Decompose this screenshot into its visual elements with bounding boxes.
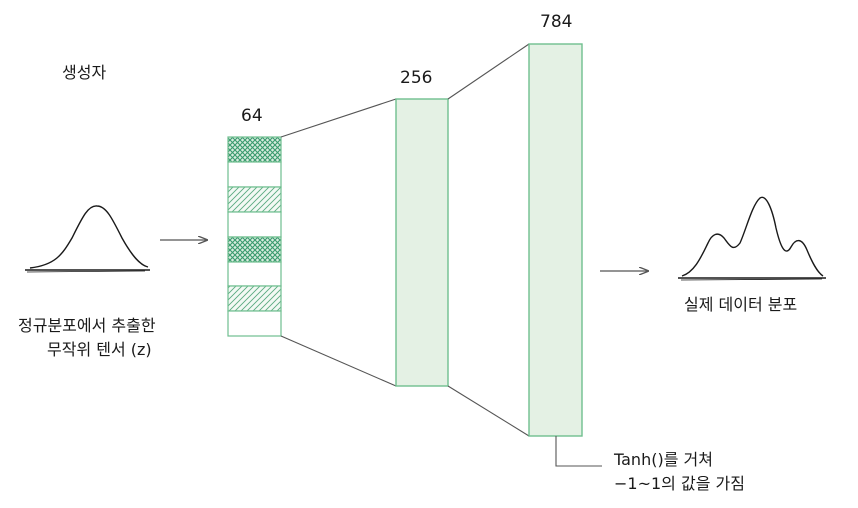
layer-64-cell [227, 261, 282, 287]
connector-line [280, 335, 397, 387]
note-line1: Tanh()를 거쳐 [613, 450, 713, 469]
layer-64-label: 64 [241, 106, 263, 126]
layer-784 [528, 43, 583, 437]
layer-64-cell [227, 285, 282, 312]
note-callout-line [555, 436, 602, 467]
layer-256-label: 256 [400, 68, 432, 88]
connector-line [447, 385, 530, 437]
note-line2: −1~1의 값을 가짐 [614, 474, 745, 493]
layer-64-cell [227, 236, 282, 263]
connector-line [280, 98, 397, 138]
layer-784-label: 784 [540, 12, 572, 32]
input-caption-line2: 무작위 텐서 (z) [47, 340, 152, 359]
input-caption-line1: 정규분포에서 추출한 [18, 316, 156, 335]
layer-64-cell [227, 136, 282, 163]
output-caption: 실제 데이터 분포 [684, 295, 797, 314]
layer-64 [227, 136, 282, 337]
data-distribution-icon [678, 196, 826, 281]
layer-256 [395, 98, 449, 387]
layer-64-cell [227, 310, 282, 337]
layer-64-cell [227, 186, 282, 213]
generator-title: 생성자 [62, 63, 106, 82]
connector-line [447, 43, 530, 100]
layer-64-cell [227, 211, 282, 238]
layer-64-cell [227, 161, 282, 188]
normal-distribution-icon [25, 205, 150, 273]
